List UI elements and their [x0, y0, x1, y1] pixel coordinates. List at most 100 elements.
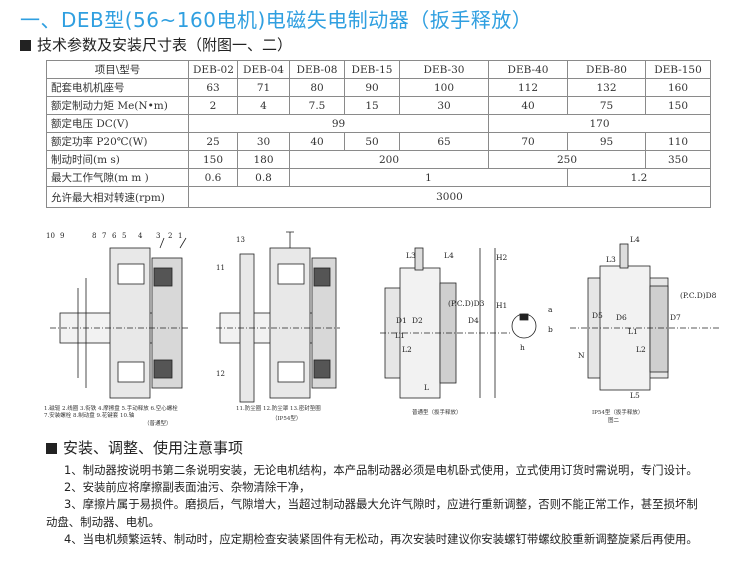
section2-title: 安装、调整、使用注意事项	[63, 439, 244, 457]
fig4-dim-label: L3	[606, 255, 616, 264]
table-header-row: 项目\型号 DEB-02 DEB-04 DEB-08 DEB-15 DEB-30…	[46, 60, 711, 79]
fig3-dim-label: D4	[468, 316, 479, 325]
fig1-legend-line-2: 7.安装螺栓 8.制动盘 9.花键套 10.轴	[44, 411, 135, 419]
fig1-callout: 1	[178, 232, 182, 240]
fig2-legend: 11.防尘圈 12.防尘罩 13.密封垫圈	[236, 404, 321, 412]
table-cell: 150	[188, 150, 238, 169]
fig4-dim-label: D6	[616, 313, 627, 322]
fig3-dim-label: L4	[444, 251, 454, 260]
table-cell: 110	[645, 132, 711, 151]
table-row: 制动时间(m s) 150 180 200 250 350	[46, 150, 711, 169]
fig4-dim-label: N	[578, 351, 585, 360]
table-row: 额定制动力矩 Me(N•m) 2 4 7.5 15 30 40 75 150	[46, 96, 711, 115]
fig3-dim-label: H2	[496, 253, 508, 262]
fig2-callout: 12	[216, 370, 225, 378]
row-label: 额定电压 DC(V)	[46, 114, 189, 133]
fig1-callout: 4	[138, 232, 143, 240]
fig1-callout: 7	[102, 232, 106, 240]
table-cell: 112	[488, 78, 568, 97]
table-cell: 2	[188, 96, 238, 115]
table-cell: 75	[567, 96, 646, 115]
table-cell: 100	[399, 78, 489, 97]
row-label: 配套电机机座号	[46, 78, 189, 97]
fig3-dim-label: L2	[402, 345, 412, 354]
spec-table: 项目\型号 DEB-02 DEB-04 DEB-08 DEB-15 DEB-30…	[46, 60, 711, 208]
table-cell: 0.8	[237, 168, 290, 187]
fig4-dim-label: (P.C.D)D8	[680, 291, 717, 300]
table-cell: 4	[237, 96, 290, 115]
table-cell: 150	[645, 96, 711, 115]
fig4-dim-label: D5	[592, 311, 603, 320]
table-cell: 1	[289, 168, 568, 187]
notes-list: 1、制动器按说明书第二条说明安装，无论电机结构，本产品制动器必须是电机卧式使用，…	[46, 462, 706, 548]
fig3-dim-label: D2	[412, 316, 423, 325]
fig1-legend-line-1: 1.磁轭 2.线圈 3.衔铁 4.摩擦盘 5.手动释放 6.空心螺栓	[44, 404, 178, 412]
table-cell: 7.5	[289, 96, 345, 115]
fig1-caption: （普通型）	[144, 419, 172, 427]
header-cell: DEB-80	[567, 60, 646, 79]
fig4-dim-label: L5	[630, 391, 640, 400]
fig4-subcaption: 图二	[608, 416, 620, 424]
table-cell: 65	[399, 132, 489, 151]
table-cell: 160	[645, 78, 711, 97]
fig1-callout: 6	[112, 232, 117, 240]
table-row: 额定电压 DC(V) 99 170	[46, 114, 711, 133]
table-cell: 95	[567, 132, 646, 151]
table-cell: 71	[237, 78, 290, 97]
row-label: 制动时间(m s)	[46, 150, 189, 169]
row-label: 额定制动力矩 Me(N•m)	[46, 96, 189, 115]
table-cell: 132	[567, 78, 646, 97]
header-cell: DEB-08	[289, 60, 345, 79]
row-label: 额定功率 P20℃(W)	[46, 132, 189, 151]
fig2-caption: （IP54型）	[272, 414, 301, 422]
table-cell: 63	[188, 78, 238, 97]
row-label: 允许最大相对转速(rpm)	[46, 186, 189, 208]
table-cell: 15	[344, 96, 400, 115]
figure-2-section-view	[216, 231, 340, 403]
figure-3-outline-view	[380, 247, 537, 399]
section-heading-notes: 安装、调整、使用注意事项	[46, 437, 243, 458]
table-cell: 40	[488, 96, 568, 115]
header-cell: DEB-150	[645, 60, 711, 79]
section-heading-specs: 技术参数及安装尺寸表（附图一、二）	[20, 34, 292, 55]
table-cell: 200	[289, 150, 489, 169]
note-item: 4、当电机频繁运转、制动时，应定期检查安装紧固件有无松动，再次安装时建议你安装螺…	[64, 531, 698, 546]
figure-4-outline-view	[570, 243, 720, 391]
fig4-dim-label: L4	[630, 235, 640, 244]
page-title: 一、DEB型(56~160电机)电磁失电制动器（扳手释放）	[20, 8, 533, 32]
fig1-callout: 3	[156, 232, 160, 240]
table-cell: 70	[488, 132, 568, 151]
note-item: 3、摩擦片属于易损件。磨损后，气隙增大，当超过制动器最大允许气隙时，应进行重新调…	[46, 497, 698, 529]
table-cell: 99	[188, 114, 489, 133]
fig4-dim-label: D7	[670, 313, 681, 322]
table-row: 最大工作气隙(m m ) 0.6 0.8 1 1.2	[46, 168, 711, 187]
square-bullet-icon	[20, 40, 31, 51]
table-cell: 3000	[188, 186, 711, 208]
fig1-callout: 2	[168, 232, 172, 240]
header-cell: 项目\型号	[46, 60, 189, 79]
fig2-callout: 11	[216, 264, 225, 272]
table-cell: 180	[237, 150, 290, 169]
fig2-callout: 13	[236, 236, 245, 244]
fig4-caption: IP54型（扳手释放）	[592, 408, 643, 416]
table-cell: 50	[344, 132, 400, 151]
table-cell: 80	[289, 78, 345, 97]
fig3-dim-label: a	[548, 305, 553, 314]
table-cell: 40	[289, 132, 345, 151]
table-cell: 350	[645, 150, 711, 169]
table-cell: 1.2	[567, 168, 711, 187]
header-cell: DEB-40	[488, 60, 568, 79]
fig3-dim-label: L3	[406, 251, 416, 260]
fig4-dim-label: L2	[636, 345, 646, 354]
fig1-callout: 10	[46, 232, 55, 240]
fig1-callout: 5	[122, 232, 126, 240]
table-cell: 90	[344, 78, 400, 97]
fig3-dim-label: h	[520, 343, 525, 352]
table-cell: 30	[399, 96, 489, 115]
table-row: 允许最大相对转速(rpm) 3000	[46, 186, 711, 208]
fig3-dim-label: (P.C.D)D3	[448, 299, 485, 308]
fig3-dim-label: D1	[396, 316, 407, 325]
note-item: 1、制动器按说明书第二条说明安装，无论电机结构，本产品制动器必须是电机卧式使用，…	[64, 463, 698, 477]
header-cell: DEB-04	[237, 60, 290, 79]
technical-drawings: 10 9 8 7 6 5 4 3 2 1 13 12 11 1.磁轭 2.线圈 …	[44, 231, 720, 427]
